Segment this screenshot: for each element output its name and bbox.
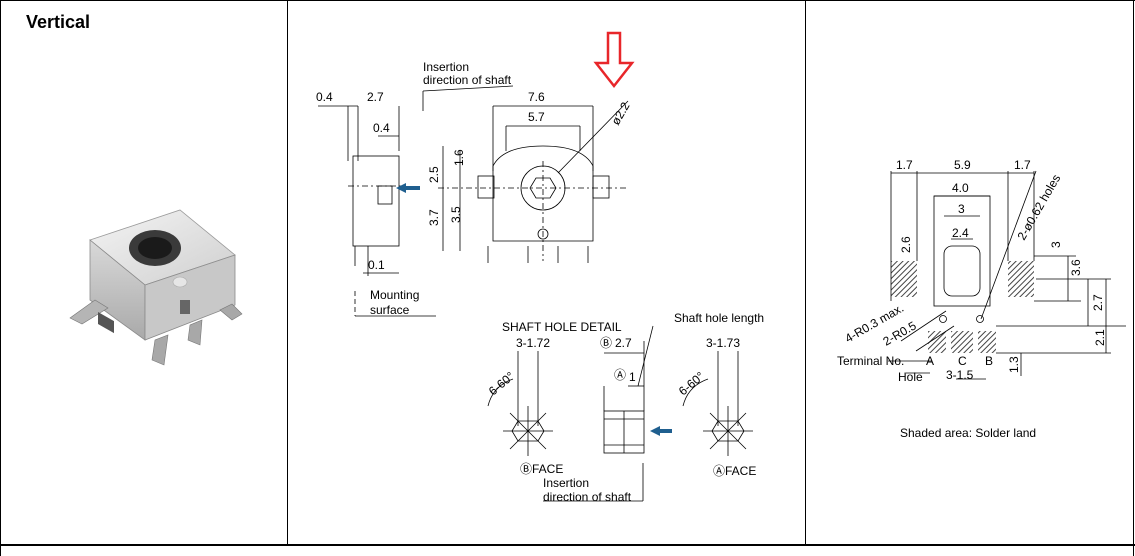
b-mark: Ⓑ: [600, 336, 612, 350]
dim-land-3-right: 3: [1049, 241, 1063, 248]
col-divider-2: [805, 0, 806, 546]
solder-land-right: [1008, 261, 1034, 297]
terminal-a: A: [926, 354, 934, 368]
solder-land-left: [891, 261, 917, 297]
a-face-label: ⒶFACE: [713, 464, 756, 478]
highlight-arrow-icon: [593, 31, 635, 89]
shaft-insertion-label-2: direction of shaft: [543, 490, 632, 504]
dim-front-3.7: 3.7: [427, 209, 441, 226]
side-view-body: [352, 155, 400, 247]
bottom-border: [0, 544, 1135, 546]
dim-side-2.7: 2.7: [367, 90, 384, 104]
dim-front-2.5: 2.5: [427, 166, 441, 183]
left-border: [0, 0, 1, 556]
shaft-hole-length-label: Shaft hole length: [674, 311, 764, 325]
dim-side-0.1: 0.1: [368, 258, 385, 272]
dim-front-5.7: 5.7: [528, 110, 545, 124]
solder-land-b: [978, 331, 996, 353]
dim-land-2.7: 2.7: [1091, 294, 1105, 311]
dim-front-7.6: 7.6: [528, 90, 545, 104]
shaft-insertion-arrow-icon: [650, 426, 660, 436]
product-photo: [69, 209, 243, 366]
mounting-label-2: surface: [370, 303, 410, 317]
hole-label: Hole: [898, 370, 923, 384]
dim-land-4.0: 4.0: [952, 181, 969, 195]
a-mark: Ⓐ: [614, 368, 626, 382]
solder-land-c: [951, 331, 973, 353]
shaft-detail-title: SHAFT HOLE DETAIL: [502, 320, 622, 334]
b-face-label: ⒷFACE: [520, 462, 563, 476]
dim-land-1.7-left: 1.7: [896, 158, 913, 172]
dim-land-5.9: 5.9: [954, 158, 971, 172]
dim-front-phi2.2: ø2.2: [608, 99, 632, 127]
mounting-label-1: Mounting: [370, 288, 419, 302]
dim-side-0.4: 0.4: [316, 90, 333, 104]
dim-land-holes: 2-ø0.62 holes: [1014, 172, 1063, 243]
angle-right: 6-60°: [676, 369, 707, 398]
terminal-no-label: Terminal No.: [837, 354, 904, 368]
solder-land-a: [928, 331, 946, 353]
dim-land-1.3: 1.3: [1007, 356, 1021, 373]
dim-b-2.7: 2.7: [615, 336, 632, 350]
dim-b-face-3-1.72: 3-1.72: [516, 336, 550, 350]
dim-front-1.6: 1.6: [452, 149, 466, 166]
dim-land-3: 3: [958, 202, 965, 216]
dim-land-2.4: 2.4: [952, 226, 969, 240]
dim-land-3.6: 3.6: [1069, 259, 1083, 276]
insertion-arrow-icon: [396, 183, 406, 193]
solder-land-caption: Shaded area: Solder land: [900, 426, 1036, 440]
right-border: [1133, 0, 1134, 556]
terminal-c: C: [958, 354, 967, 368]
dim-a-1: 1: [629, 370, 636, 384]
dim-land-2.6: 2.6: [899, 236, 913, 253]
terminal-b: B: [985, 354, 993, 368]
dim-land-1.7-right: 1.7: [1014, 158, 1031, 172]
row-title: Vertical: [26, 12, 91, 32]
col-divider-1: [287, 0, 288, 546]
dim-front-3.5: 3.5: [449, 206, 463, 223]
dim-land-pitch: 3-1.5: [946, 368, 974, 382]
dim-a-face-3-1.73: 3-1.73: [706, 336, 740, 350]
land-pattern-drawing: 1.7 5.9 1.7 4.0 3 2.4 2.6 2-ø0.62 holes …: [837, 158, 1126, 440]
shaft-insertion-label-1: Insertion: [543, 476, 589, 490]
angle-left: 6-60°: [486, 369, 517, 398]
dim-side-0.4-inner: 0.4: [373, 121, 390, 135]
dimension-drawing: 0.4 2.7 0.4 0.1 Insertion direction of s…: [316, 31, 764, 504]
top-border: [0, 0, 1135, 1]
insertion-label-1: Insertion: [423, 60, 469, 74]
dim-land-2.1: 2.1: [1093, 329, 1107, 346]
insertion-label-2: direction of shaft: [423, 73, 512, 87]
